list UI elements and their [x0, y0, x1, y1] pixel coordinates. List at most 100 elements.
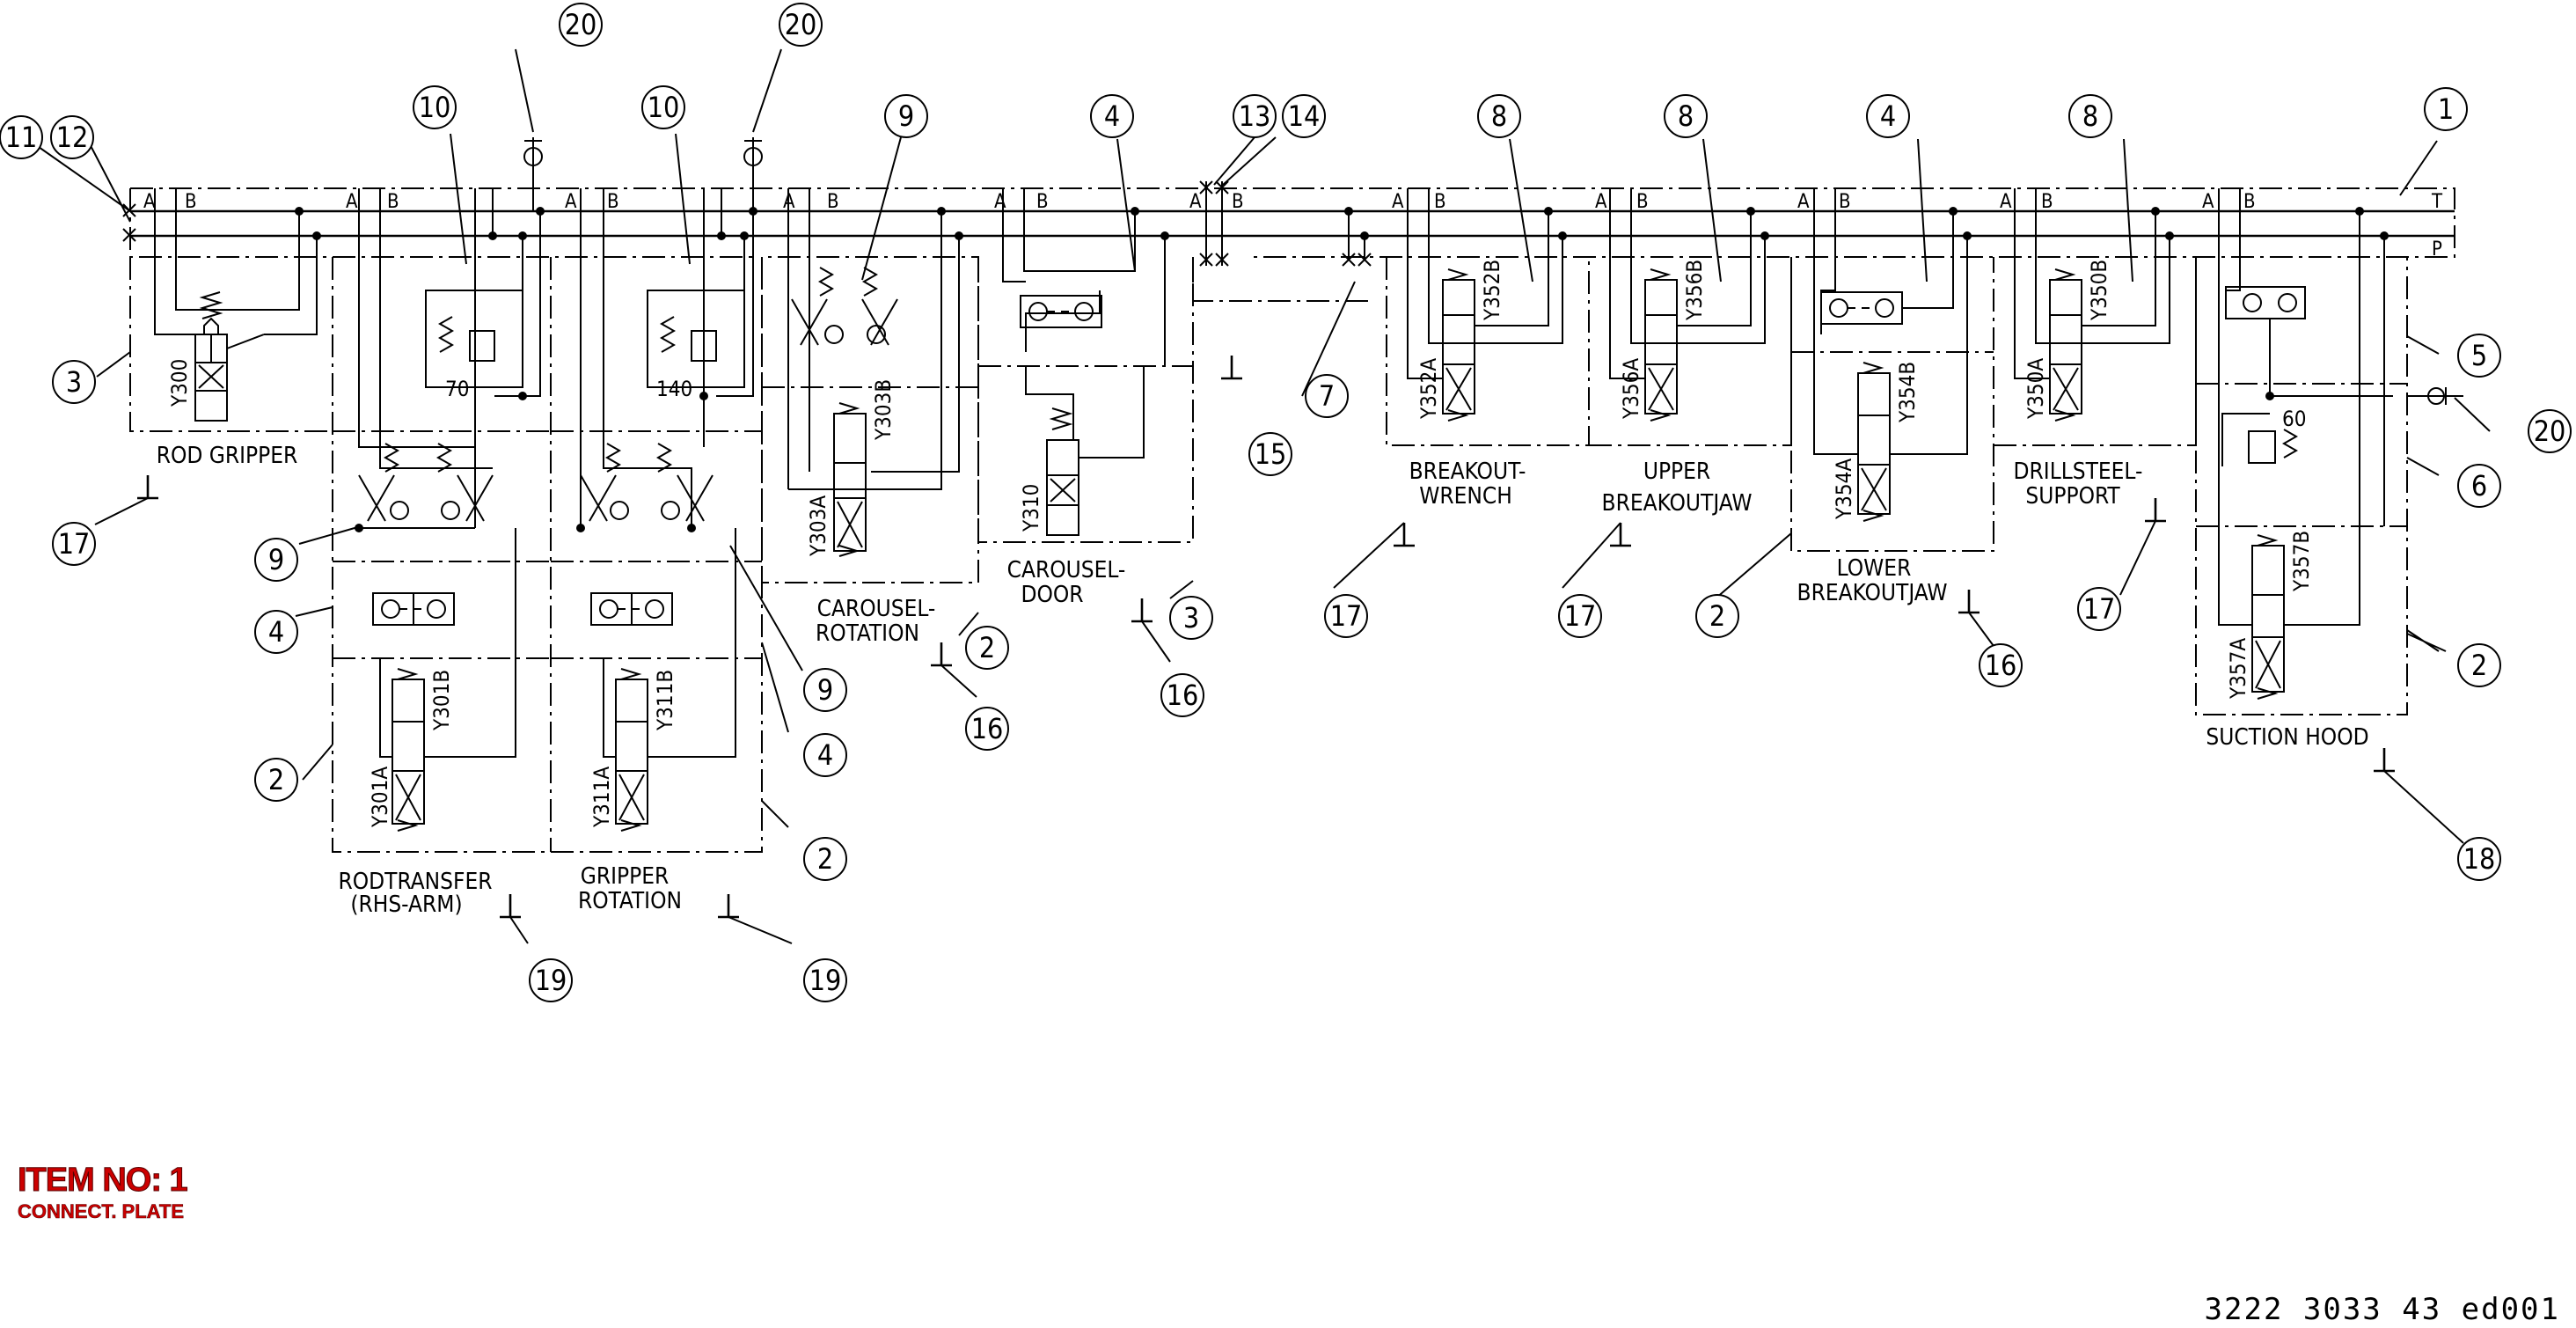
port-b-label: B [607, 191, 619, 213]
y301a-label: Y301A [368, 767, 392, 828]
svg-text:2: 2 [1709, 599, 1725, 633]
callout-16: 16 [1979, 643, 2023, 687]
callout-4: 4 [254, 610, 298, 654]
pressure-70-label: 70 [445, 377, 469, 401]
port-a-label: A [2000, 191, 2012, 213]
callout-10: 10 [413, 85, 457, 129]
svg-text:4: 4 [1104, 99, 1120, 133]
callout-2: 2 [803, 837, 847, 881]
callout-2: 2 [965, 626, 1009, 670]
callout-19: 19 [803, 958, 847, 1002]
port-a-label: A [1189, 191, 1202, 213]
y352a-label: Y352A [1416, 358, 1441, 420]
section-carousel-door: Y310 CAROUSEL- DOOR [977, 188, 1194, 608]
pressure-60-label: 60 [2282, 407, 2306, 431]
callout-4: 4 [803, 733, 847, 777]
drillsteel-label-2: SUPPORT [2025, 483, 2120, 510]
port-b-label: B [387, 191, 399, 213]
port-b-label: B [1839, 191, 1851, 213]
callout-6: 6 [2457, 464, 2501, 508]
svg-text:2: 2 [979, 631, 995, 664]
section-gripper-rotation: 140 Y311A Y311B GRIPPER ROTATION [551, 188, 763, 914]
svg-text:16: 16 [1167, 679, 1199, 712]
callout-12: 12 [50, 115, 94, 159]
port-b-label: B [1434, 191, 1446, 213]
leader-lines [29, 48, 2491, 944]
port-b-label: B [827, 191, 839, 213]
callout-17: 17 [1324, 594, 1368, 638]
y357a-label: Y357A [2226, 638, 2250, 700]
lower-label-2: BREAKOUTJAW [1797, 580, 1948, 606]
rodtransfer-label-2: (RHS-ARM) [350, 891, 462, 918]
svg-text:17: 17 [1330, 599, 1363, 633]
callout-10: 10 [641, 85, 685, 129]
drillsteel-label-1: DRILLSTEEL- [2014, 459, 2143, 485]
section-drillsteel-support: Y350A Y350B DRILLSTEEL- SUPPORT [1994, 188, 2197, 510]
callout-11: 11 [0, 115, 43, 159]
port-a-label: A [346, 191, 358, 213]
callout-9: 9 [884, 94, 928, 138]
svg-text:20: 20 [565, 8, 597, 41]
test-points [523, 137, 763, 211]
section-rod-gripper: Y300 ROD GRIPPER [129, 188, 333, 469]
svg-text:8: 8 [2082, 99, 2098, 133]
gripper-label-1: GRIPPER [581, 863, 670, 890]
callout-4: 4 [1090, 94, 1134, 138]
callout-18: 18 [2457, 837, 2501, 881]
svg-text:7: 7 [1319, 379, 1335, 413]
tank-port-label: T [2431, 191, 2443, 213]
callout-15: 15 [1248, 432, 1292, 476]
port-b-label: B [185, 191, 197, 213]
svg-text:6: 6 [2471, 469, 2487, 503]
y310-label: Y310 [1019, 484, 1043, 532]
svg-text:3: 3 [1183, 601, 1199, 635]
section-upper-breakoutjaw: Y356A Y356B UPPER BREAKOUTJAW [1589, 188, 1792, 517]
svg-text:9: 9 [268, 543, 284, 576]
port-b-label: B [2243, 191, 2256, 213]
callout-9: 9 [254, 538, 298, 582]
svg-text:4: 4 [1880, 99, 1896, 133]
svg-text:4: 4 [817, 738, 833, 772]
svg-text:4: 4 [268, 615, 284, 649]
callout-8: 8 [1664, 94, 1708, 138]
callout-16: 16 [965, 707, 1009, 751]
callout-17: 17 [2077, 587, 2121, 631]
section-rodtransfer: 70 Y301A Y301B RODTRANSFER (RHS-ARM) [332, 188, 552, 918]
lower-label-1: LOWER [1837, 555, 1912, 582]
carousel-rotation-label-2: ROTATION [816, 620, 919, 647]
callout-5: 5 [2457, 334, 2501, 378]
port-b-label: B [1036, 191, 1049, 213]
svg-text:3: 3 [66, 365, 82, 399]
rod-gripper-label: ROD GRIPPER [157, 443, 298, 469]
breakout-label-2: WRENCH [1419, 483, 1512, 510]
carousel-rotation-label-1: CAROUSEL- [817, 596, 936, 622]
svg-text:2: 2 [268, 763, 284, 796]
svg-text:12: 12 [56, 121, 89, 154]
y357b-label: Y357B [2289, 531, 2314, 592]
item-number-stamp: ITEM NO: 1 CONNECT. PLATE [18, 1163, 189, 1222]
y354a-label: Y354A [1832, 459, 1856, 520]
y356b-label: Y356B [1682, 260, 1707, 321]
callout-2: 2 [254, 758, 298, 802]
callout-1: 1 [2424, 87, 2468, 131]
svg-text:17: 17 [58, 527, 91, 561]
svg-text:2: 2 [817, 842, 833, 876]
callout-8: 8 [2068, 94, 2112, 138]
section-breakout-wrench: Y352A Y352B BREAKOUT- WRENCH [1386, 188, 1590, 510]
port-a-label: A [994, 191, 1006, 213]
rail-lines: T P [122, 180, 2455, 302]
svg-text:13: 13 [1239, 99, 1271, 133]
port-a-label: A [1797, 191, 1810, 213]
svg-text:10: 10 [419, 91, 451, 124]
item-desc-label: CONNECT. PLATE [18, 1200, 185, 1222]
callout-20: 20 [2528, 409, 2572, 453]
document-number: 3222 3033 43 ed001 [2204, 1292, 2560, 1327]
port-a-label: A [143, 191, 156, 213]
section-lower-breakoutjaw: Y354A Y354B LOWER BREAKOUTJAW [1790, 188, 1994, 606]
svg-text:8: 8 [1678, 99, 1694, 133]
svg-text:19: 19 [809, 964, 842, 997]
svg-text:8: 8 [1491, 99, 1507, 133]
port-a-label: A [565, 191, 577, 213]
carousel-door-label-1: CAROUSEL- [1007, 557, 1126, 583]
